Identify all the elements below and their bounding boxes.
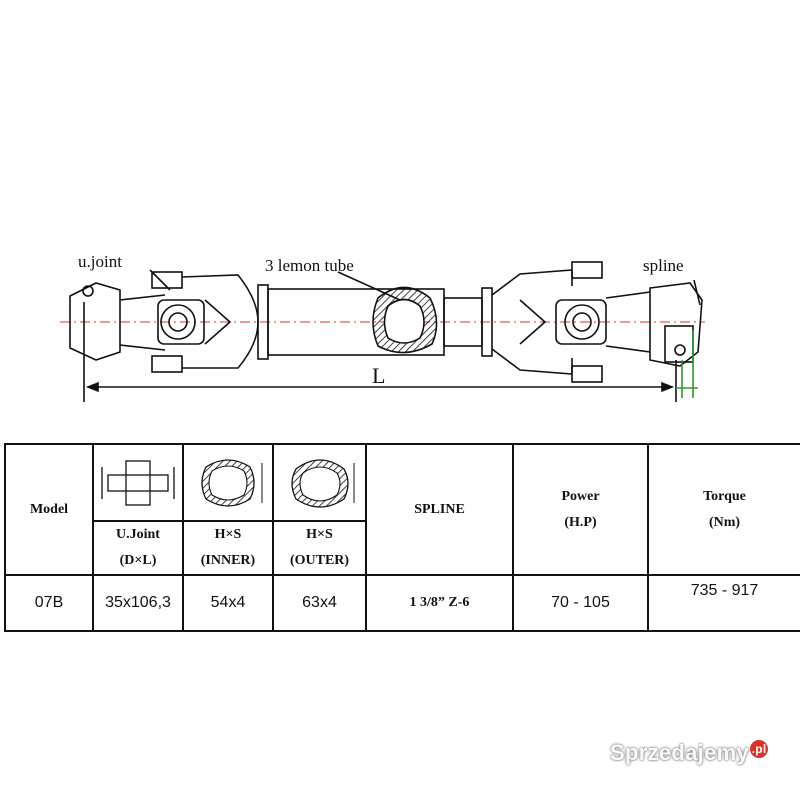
header-power: Power (H.P) xyxy=(512,443,649,576)
inner-lemon-profile-icon xyxy=(201,458,263,507)
header-outer-line1: H×S xyxy=(306,527,333,542)
header-spline: SPLINE xyxy=(365,443,514,576)
header-inner-line2: (INNER) xyxy=(200,553,256,568)
header-outer: H×S (OUTER) xyxy=(272,520,367,576)
header-torque: Torque (Nm) xyxy=(647,443,800,576)
cell-torque: 735 - 917 xyxy=(647,574,800,632)
header-ujoint-line1: U.Joint xyxy=(116,527,160,542)
cell-outer: 63x4 xyxy=(272,574,367,632)
header-model: Model xyxy=(4,443,94,576)
cell-model: 07B xyxy=(4,574,94,632)
cell-spline: 1 3/8” Z-6 xyxy=(365,574,514,632)
table-row: 07B 35x106,3 54x4 63x4 1 3/8” Z-6 70 - 1… xyxy=(4,574,800,632)
cell-ujoint: 35x106,3 xyxy=(92,574,184,632)
header-torque-line1: Torque xyxy=(703,488,746,504)
site-watermark: Sprzedajemy.pl xyxy=(610,740,769,766)
spline-label: spline xyxy=(643,256,684,275)
spec-table: Model SP xyxy=(4,443,800,632)
length-dimension-label: L xyxy=(372,363,386,388)
ujoint-diagram-cell xyxy=(92,443,184,522)
pto-shaft-drawing: u.joint 3 lemon tube spline L xyxy=(60,252,705,402)
header-torque-line2: (Nm) xyxy=(708,514,741,530)
header-power-line1: Power xyxy=(561,488,600,504)
outer-lemon-profile-icon xyxy=(290,458,354,508)
cell-power: 70 - 105 xyxy=(512,574,649,632)
ujoint-cross-icon xyxy=(101,459,175,506)
header-ujoint-line2: (D×L) xyxy=(119,553,157,568)
header-ujoint: U.Joint (D×L) xyxy=(92,520,184,576)
outer-tube-diagram-cell xyxy=(272,443,367,522)
pto-shaft-diagram xyxy=(60,261,705,402)
lemon-tube-label: 3 lemon tube xyxy=(265,256,354,275)
watermark-text: Sprzedajemy xyxy=(610,740,750,765)
ujoint-label: u.joint xyxy=(78,252,122,271)
header-inner: H×S (INNER) xyxy=(182,520,274,576)
header-inner-line1: H×S xyxy=(214,527,242,542)
cell-inner: 54x4 xyxy=(182,574,274,632)
header-power-line2: (H.P) xyxy=(564,514,597,530)
header-outer-line2: (OUTER) xyxy=(289,553,350,568)
watermark-pl-badge: .pl xyxy=(750,740,769,758)
inner-tube-diagram-cell xyxy=(182,443,274,522)
